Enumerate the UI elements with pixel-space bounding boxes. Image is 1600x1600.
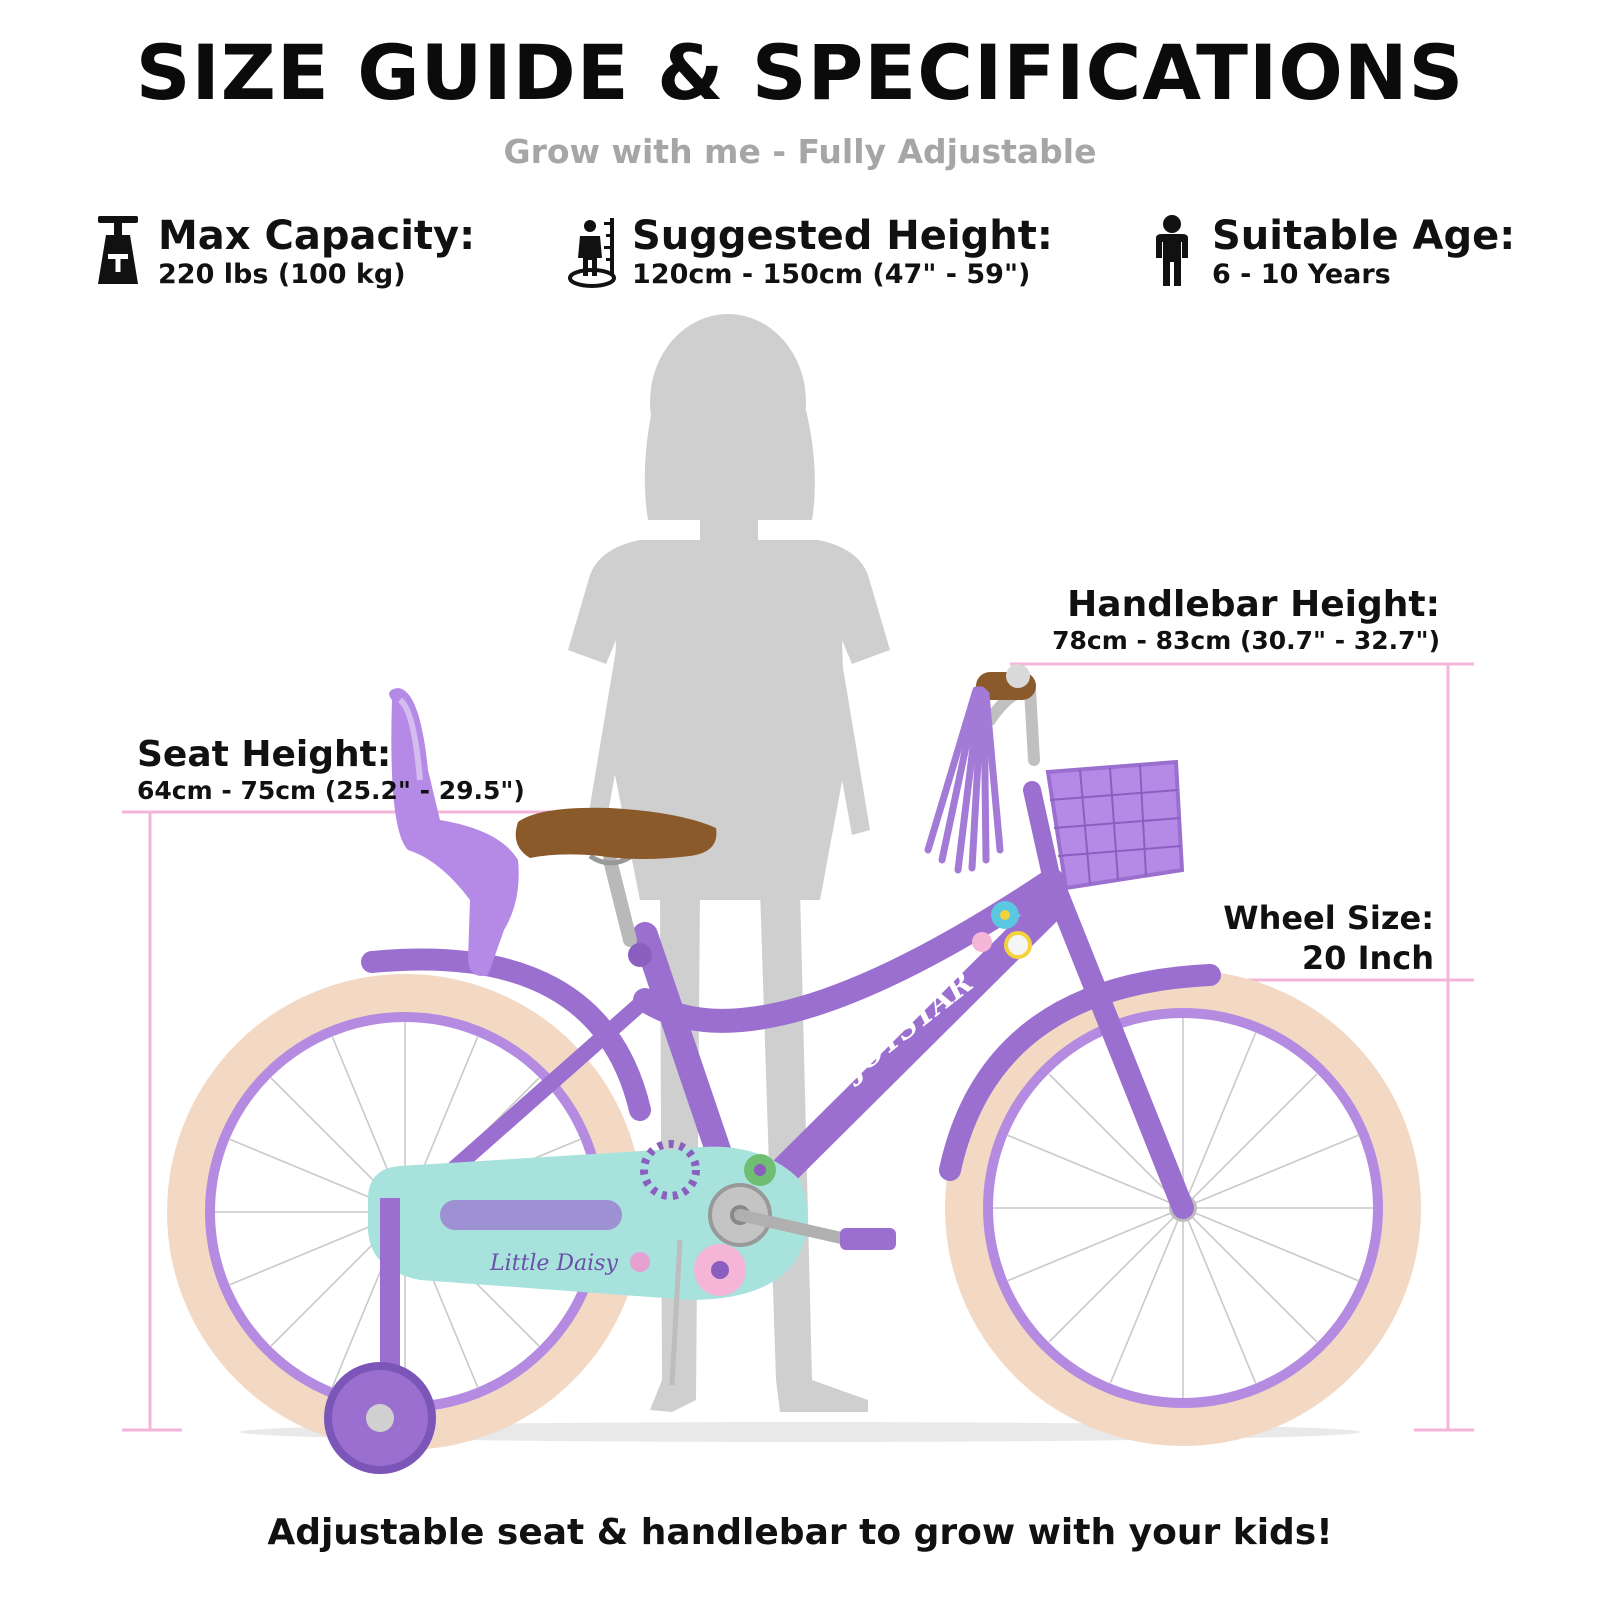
chainguard-logo: Little Daisy xyxy=(489,1251,618,1276)
spec-suggested-height: Suggested Height: 120cm - 150cm (47" - 5… xyxy=(566,212,1053,292)
wheel-size-value: 20 Inch xyxy=(1301,939,1434,977)
spec-label: Suggested Height: xyxy=(632,213,1053,259)
page-title: SIZE GUIDE & SPECIFICATIONS xyxy=(135,28,1465,117)
seat-height-value: 64cm - 75cm (25.2" - 29.5") xyxy=(137,776,525,805)
flower-decals xyxy=(972,901,1032,959)
child-icon xyxy=(1156,215,1188,286)
height-measure-icon xyxy=(568,218,616,288)
spec-max-capacity: Max Capacity: 220 lbs (100 kg) xyxy=(92,212,475,292)
spec-value: 220 lbs (100 kg) xyxy=(158,259,406,290)
spec-value: 6 - 10 Years xyxy=(1212,259,1391,290)
spec-label: Suitable Age: xyxy=(1212,213,1516,259)
front-fender xyxy=(939,964,1221,1181)
saddle xyxy=(515,807,717,859)
front-basket xyxy=(1045,759,1185,891)
handlebar-streamers xyxy=(924,686,1004,874)
wheel-size-callout: Wheel Size: 20 Inch xyxy=(1223,898,1434,978)
seat-height-label: Seat Height: xyxy=(137,734,392,775)
spec-label: Max Capacity: xyxy=(158,213,476,259)
handlebar-height-value: 78cm - 83cm (30.7" - 32.7") xyxy=(1052,626,1440,655)
handlebar-height-label: Handlebar Height: xyxy=(1067,584,1440,625)
training-wheel xyxy=(324,1198,436,1474)
wheel-size-label: Wheel Size: xyxy=(1223,899,1434,937)
pedal xyxy=(840,1228,896,1250)
doll-seat xyxy=(389,688,519,976)
footer-tagline: Adjustable seat & handlebar to grow with… xyxy=(267,1512,1333,1553)
rear-fender xyxy=(361,948,651,1121)
weight-icon xyxy=(98,216,138,284)
page-subtitle: Grow with me - Fully Adjustable xyxy=(503,132,1097,171)
spec-suitable-age: Suitable Age: 6 - 10 Years xyxy=(1146,212,1515,292)
seat-height-callout: Seat Height: 64cm - 75cm (25.2" - 29.5") xyxy=(137,734,525,806)
spec-value: 120cm - 150cm (47" - 59") xyxy=(632,259,1031,290)
measurement-guides xyxy=(122,662,1474,1432)
handlebar-height-callout: Handlebar Height: 78cm - 83cm (30.7" - 3… xyxy=(1052,584,1440,656)
chainguard xyxy=(368,1140,808,1300)
